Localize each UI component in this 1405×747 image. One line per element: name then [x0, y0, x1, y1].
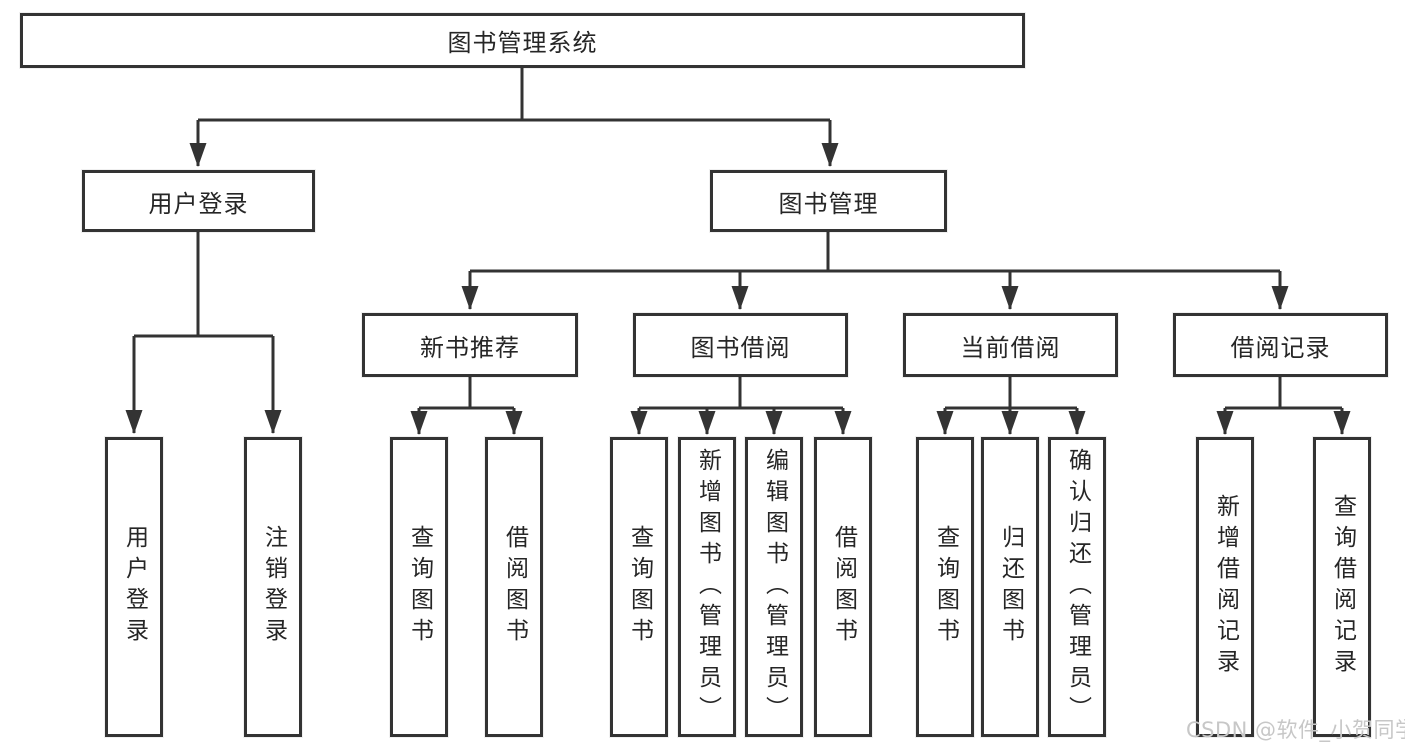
node-label: 用户登录	[121, 525, 148, 649]
node-label: 查询图书	[626, 525, 653, 649]
leaf-query-books-borrow: 查询图书	[610, 437, 668, 737]
node-current-borrow: 当前借阅	[903, 313, 1118, 377]
node-label: 新增借阅记录	[1212, 494, 1239, 680]
node-label: 新增图书（管理员）	[694, 447, 721, 727]
leaf-add-book-admin: 新增图书（管理员）	[678, 437, 736, 737]
node-label: 查询图书	[932, 525, 959, 649]
leaf-borrow-books: 借阅图书	[814, 437, 872, 737]
leaf-confirm-return-admin: 确认归还（管理员）	[1048, 437, 1106, 737]
node-label: 图书管理系统	[447, 29, 598, 57]
node-book-borrow: 图书借阅	[633, 313, 848, 377]
node-label: 用户登录	[148, 189, 249, 218]
node-book-management: 图书管理	[710, 170, 947, 232]
leaf-logout: 注销登录	[244, 437, 302, 737]
node-label: 借阅记录	[1230, 333, 1331, 362]
node-label: 当前借阅	[960, 333, 1061, 362]
leaf-add-borrow-record: 新增借阅记录	[1196, 437, 1254, 737]
node-label: 注销登录	[260, 525, 287, 649]
leaf-query-books-current: 查询图书	[916, 437, 974, 737]
node-label: 查询图书	[406, 525, 433, 649]
node-library-management-system: 图书管理系统	[20, 13, 1025, 68]
node-label: 借阅图书	[830, 525, 857, 649]
leaf-query-books-recommend: 查询图书	[390, 437, 448, 737]
leaf-borrow-books-recommend: 借阅图书	[485, 437, 543, 737]
leaf-return-book: 归还图书	[981, 437, 1039, 737]
leaf-edit-book-admin: 编辑图书（管理员）	[745, 437, 803, 737]
node-borrow-records: 借阅记录	[1173, 313, 1388, 377]
node-label: 确认归还（管理员）	[1064, 447, 1091, 727]
node-label: 图书借阅	[690, 333, 791, 362]
node-label: 查询借阅记录	[1329, 494, 1356, 680]
node-label: 编辑图书（管理员）	[761, 447, 788, 727]
node-new-book-recommend: 新书推荐	[362, 313, 578, 377]
leaf-user-login: 用户登录	[105, 437, 163, 737]
node-label: 图书管理	[778, 189, 879, 218]
leaf-query-borrow-record: 查询借阅记录	[1313, 437, 1371, 737]
csdn-watermark: CSDN @软件_小贺同学	[1186, 718, 1405, 742]
node-label: 新书推荐	[420, 333, 520, 362]
node-label: 借阅图书	[501, 525, 528, 649]
node-user-login: 用户登录	[82, 170, 315, 232]
node-label: 归还图书	[997, 525, 1024, 649]
